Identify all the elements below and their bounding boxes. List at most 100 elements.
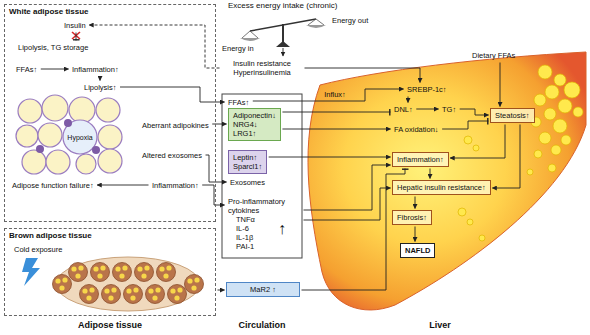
connector-arrow — [415, 227, 416, 242]
brown-fat-tissue — [56, 257, 200, 311]
connector-arrow — [430, 169, 431, 179]
fat-droplet — [554, 74, 566, 86]
adipocyte — [76, 154, 96, 174]
scale-string — [242, 31, 250, 38]
hormone-label: Insulin — [62, 20, 88, 31]
node-text: TG↑ — [442, 105, 456, 114]
tissue-panel: InsulinLipolysis, TG storageFFAs↑ Inflamm… — [4, 4, 216, 222]
node-text: DNL↑ — [394, 105, 413, 114]
scale-string — [316, 19, 324, 25]
connector-arrow — [408, 97, 409, 103]
brown-adipocyte — [113, 263, 132, 282]
cell-body — [53, 275, 72, 294]
node-text: Insulin — [64, 21, 86, 30]
lipid-droplet — [59, 285, 64, 290]
lipid-droplet — [104, 288, 109, 293]
lipid-droplet — [62, 277, 67, 282]
node-text: FFAs↑ — [228, 98, 249, 107]
process-step: Lipolysis↑ — [82, 82, 119, 93]
column-label: Liver — [429, 321, 451, 330]
lipid-droplet — [115, 266, 120, 271]
connector-arrow — [442, 121, 488, 129]
node-text: Dietary FFAs — [472, 51, 515, 60]
process-step: Inflammation↑ — [150, 180, 201, 191]
node-text: Fibrosis↑ — [397, 213, 427, 222]
node-text: Insulin resistance Hyperinsulinemia — [223, 59, 301, 77]
liver-step: SREBP-1c↑ — [405, 84, 449, 95]
cell-body — [69, 263, 88, 282]
node-text: MaR2 ↑ — [231, 285, 295, 294]
lipid-droplet — [78, 265, 83, 270]
lipid-droplet — [141, 273, 146, 278]
brown-adipocyte — [91, 263, 110, 282]
fat-droplet — [479, 235, 485, 241]
node-text: Inflammation↑ — [72, 65, 119, 74]
fat-droplet — [539, 132, 551, 144]
lipid-droplet — [108, 295, 113, 300]
column-label: Adipose tissue — [78, 321, 142, 330]
fat-droplet — [473, 145, 479, 151]
adipocyte — [98, 125, 122, 149]
lipid-droplet — [163, 273, 168, 278]
adipocyte — [63, 120, 97, 154]
node-text: Altered exosomes — [142, 151, 202, 160]
brown-adipocyte — [135, 263, 154, 282]
connector-arrow — [206, 155, 227, 182]
node-text: Hepatic insulin resistance↑ — [397, 183, 486, 192]
node-text: NAFLD — [405, 246, 430, 255]
lipid-droplet — [130, 295, 135, 300]
connector-arrow — [450, 125, 505, 159]
fat-droplet — [561, 135, 571, 145]
circulation-box — [222, 94, 302, 258]
fat-droplet — [538, 65, 552, 79]
lipid-droplet — [159, 266, 164, 271]
adipokine-box: Adiponectin↓ NRG4↓ LRG1↑ — [228, 108, 281, 141]
connector-arrow — [100, 77, 101, 81]
lipid-droplet — [75, 273, 80, 278]
cell-body — [168, 285, 187, 304]
lipid-droplet — [148, 288, 153, 293]
node-text: Lipolysis↑ — [84, 83, 117, 92]
node-text: White adipose tissue — [9, 7, 211, 16]
brown-adipocyte — [80, 285, 99, 304]
liver-shape — [308, 52, 586, 310]
node-text: Lipolysis, TG storage — [18, 43, 88, 52]
connector-arrow — [269, 157, 391, 158]
mediator-box: MaR2 ↑ — [226, 282, 300, 297]
disease-box: NAFLD — [400, 243, 435, 258]
connector-arrow — [120, 87, 224, 102]
input-label: Dietary FFAs — [470, 50, 517, 61]
connector-arrow — [76, 33, 77, 41]
node-text: TNFα IL-6 IL-1β PAI-1 — [236, 215, 255, 251]
scale-pan — [240, 38, 260, 41]
connector-arrow — [218, 290, 225, 291]
macrophage — [36, 145, 44, 153]
outcome-box: Fibrosis↑ — [392, 210, 432, 225]
adipocyte — [18, 99, 42, 123]
liver-step: DNL↑ — [392, 104, 415, 115]
process-step: Inflammation↑ — [70, 64, 121, 75]
scale-string — [308, 19, 316, 25]
brown-adipocyte — [168, 285, 187, 304]
node-text: Brown adipose tissue — [9, 231, 211, 240]
lipid-droplet — [86, 295, 91, 300]
cell-body — [91, 263, 110, 282]
connector-arrow — [304, 165, 391, 210]
brown-adipocyte — [146, 285, 165, 304]
lipid-droplet — [177, 287, 182, 292]
adipocyte — [22, 150, 46, 174]
process-step: Aberrant adipokines — [140, 120, 211, 131]
brown-adipocytes — [53, 263, 204, 304]
connector-arrow — [416, 109, 438, 110]
macrophage — [92, 146, 100, 154]
cell-body — [113, 263, 132, 282]
scale-pan — [306, 25, 326, 28]
connector-arrow — [282, 129, 390, 130]
node-text: FFAs↑ — [16, 65, 37, 74]
fat-droplet — [553, 119, 567, 133]
liver-step: TG↑ — [440, 104, 458, 115]
fat-droplet — [467, 219, 473, 225]
node-text: SREBP-1c↑ — [407, 85, 447, 94]
node-text: Cold exposure — [14, 245, 62, 254]
fat-droplet — [458, 208, 466, 216]
